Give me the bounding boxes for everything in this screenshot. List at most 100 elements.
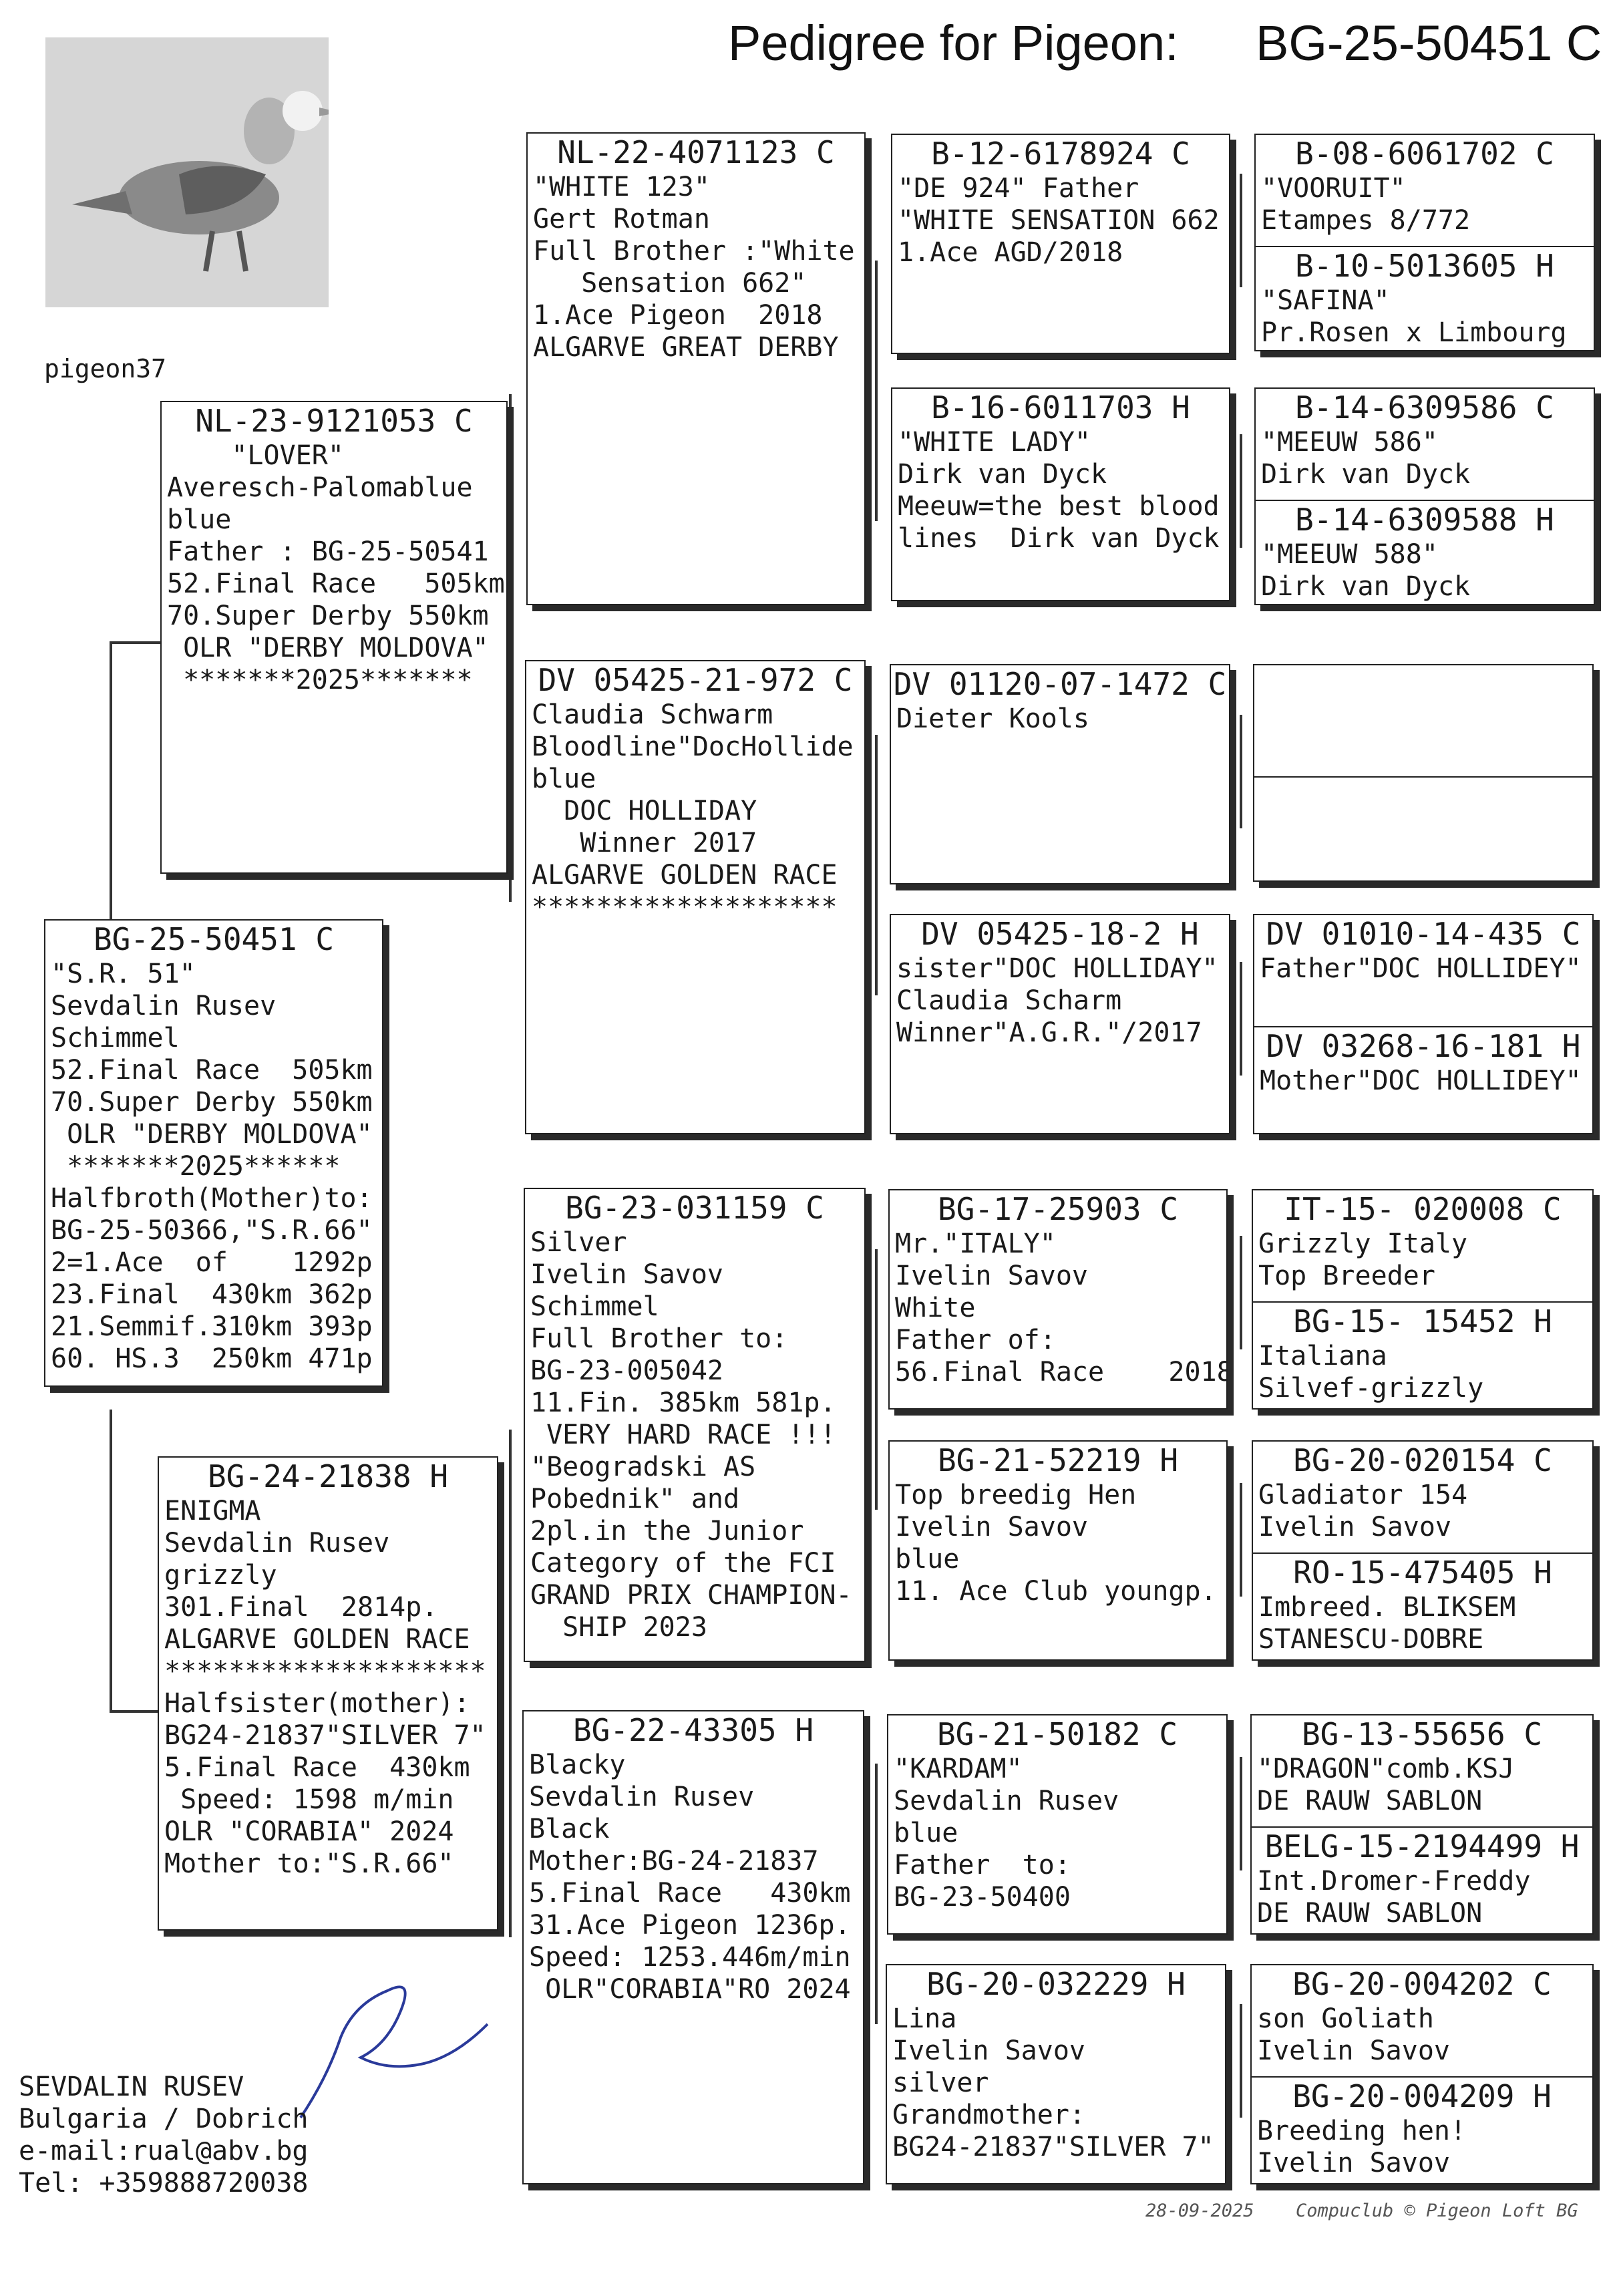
info-line: Ivelin Savov	[1257, 2035, 1450, 2066]
gen4-dam-entry[interactable]: RO-15-475405 H Imbreed. BLIKSEM STANESCU…	[1253, 1552, 1592, 1659]
info-line: 1.Ace AGD/2018	[898, 237, 1123, 268]
connector-line	[1240, 174, 1242, 287]
info-line: Father of:	[895, 1325, 1056, 1355]
ring-number: B-14-6309588 H	[1295, 502, 1554, 538]
info-line: ALGARVE GOLDEN RACE	[532, 860, 838, 890]
info-line: *******2025******	[51, 1151, 341, 1182]
gen4-sire-entry[interactable]: IT-15- 020008 C Grizzly Italy Top Breede…	[1253, 1190, 1592, 1301]
gen3-card[interactable]: DV 05425-18-2 H sister"DOC HOLLIDAY" Cla…	[890, 914, 1230, 1134]
info-line: Ivelin Savov	[530, 1259, 723, 1290]
ring-number: BG-23-031159 C	[565, 1190, 824, 1226]
gen4-dam-entry[interactable]: DV 03268-16-181 H Mother"DOC HOLLIDEY"	[1254, 1026, 1592, 1133]
info-line: Averesch-Palomablue	[167, 472, 473, 503]
gen3-card[interactable]: DV 01120-07-1472 C Dieter Kools	[890, 664, 1230, 884]
gen3-card[interactable]: BG-20-032229 H Lina Ivelin Savov silver …	[886, 1964, 1226, 2184]
info-line: Gert Rotman	[533, 204, 710, 234]
info-line: Top breedig Hen	[895, 1480, 1137, 1510]
connector-line	[875, 735, 878, 995]
sire-dam-card[interactable]: DV 05425-21-972 C Claudia Schwarm Bloodl…	[525, 660, 866, 1134]
dam-sire-card[interactable]: BG-23-031159 C Silver Ivelin Savov Schim…	[524, 1188, 866, 1662]
info-line: Schimmel	[51, 1023, 180, 1053]
info-line: 11.Fin. 385km 581p.	[530, 1387, 836, 1418]
connector-line	[110, 641, 162, 644]
ring-number: DV 03268-16-181 H	[1266, 1028, 1581, 1064]
info-line: 52.Final Race 505km	[51, 1055, 373, 1086]
dam-card[interactable]: BG-24-21838 H ENIGMA Sevdalin Rusev griz…	[158, 1456, 498, 1931]
info-line: Father : BG-25-50541	[167, 536, 489, 567]
ring-number: DV 05425-21-972 C	[538, 662, 853, 698]
pigeon-photo	[45, 37, 329, 307]
ring-number: B-08-6061702 C	[1295, 136, 1554, 172]
breeder-name: SEVDALIN RUSEV	[19, 2072, 244, 2102]
dam-dam-card[interactable]: BG-22-43305 H Blacky Sevdalin Rusev Blac…	[522, 1710, 864, 2184]
sire-card[interactable]: NL-23-9121053 C "LOVER" Averesch-Palomab…	[160, 401, 508, 874]
gen4-card[interactable]: B-14-6309586 C "MEEUW 586" Dirk van Dyck…	[1254, 387, 1595, 605]
info-line: "WHITE 123"	[533, 172, 710, 202]
info-line: grizzly	[164, 1560, 277, 1591]
info-line: Schimmel	[530, 1291, 659, 1322]
gen4-sire-entry[interactable]: B-14-6309586 C "MEEUW 586" Dirk van Dyck	[1256, 389, 1594, 500]
info-line: Full Brother to:	[530, 1323, 788, 1354]
info-line: Sevdalin Rusev	[51, 991, 277, 1021]
info-line: Bloodline"DocHollide	[532, 731, 854, 762]
info-line: Etampes 8/772	[1261, 205, 1471, 236]
info-line: 5.Final Race 430km	[164, 1752, 470, 1783]
gen4-dam-entry[interactable]	[1254, 776, 1592, 880]
gen3-card[interactable]: B-12-6178924 C "DE 924" Father "WHITE SE…	[891, 134, 1230, 354]
gen3-card[interactable]: BG-21-50182 C "KARDAM" Sevdalin Rusev bl…	[887, 1714, 1228, 1935]
sire-sire-card[interactable]: NL-22-4071123 C "WHITE 123" Gert Rotman …	[526, 132, 866, 605]
info-line: OLR "CORABIA" 2024	[164, 1816, 454, 1847]
gen3-card[interactable]: BG-17-25903 C Mr."ITALY" Ivelin Savov Wh…	[888, 1189, 1228, 1410]
info-line: 56.Final Race 2018	[895, 1357, 1228, 1387]
info-line: ********************	[164, 1656, 486, 1687]
gen4-card[interactable]	[1253, 664, 1594, 882]
ring-number: BG-21-50182 C	[936, 1716, 1178, 1752]
signature-mark	[287, 1964, 501, 2124]
ring-number: B-10-5013605 H	[1295, 248, 1554, 284]
info-line: Category of the FCI	[530, 1548, 836, 1579]
pedigree-subject-card[interactable]: BG-25-50451 C "S.R. 51" Sevdalin Rusev S…	[44, 919, 383, 1387]
gen4-card[interactable]: BG-20-020154 C Gladiator 154 Ivelin Savo…	[1252, 1440, 1594, 1661]
info-line: son Goliath	[1257, 2003, 1434, 2034]
gen4-card[interactable]: BG-20-004202 C son Goliath Ivelin Savov …	[1250, 1964, 1594, 2184]
info-line: GRAND PRIX CHAMPION-	[530, 1580, 852, 1611]
info-line: OLR "DERBY MOLDOVA"	[51, 1119, 373, 1150]
gen4-sire-entry[interactable]: BG-20-004202 C son Goliath Ivelin Savov	[1252, 1965, 1592, 2076]
gen4-dam-entry[interactable]: B-10-5013605 H "SAFINA" Pr.Rosen x Limbo…	[1256, 246, 1594, 350]
gen4-sire-entry[interactable]: B-08-6061702 C "VOORUIT" Etampes 8/772	[1256, 135, 1594, 246]
gen3-card[interactable]: B-16-6011703 H "WHITE LADY" Dirk van Dyc…	[891, 387, 1230, 601]
info-line: "SAFINA"	[1261, 285, 1390, 316]
gen4-dam-entry[interactable]: BELG-15-2194499 H Int.Dromer-Freddy DE R…	[1252, 1826, 1592, 1933]
connector-line	[1240, 1483, 1242, 1597]
info-line: Italiana	[1258, 1341, 1387, 1371]
info-line: Claudia Scharm	[896, 985, 1122, 1016]
gen4-sire-entry[interactable]	[1254, 665, 1592, 776]
connector-line	[110, 1410, 112, 1710]
gen4-card[interactable]: DV 01010-14-435 C Father"DOC HOLLIDEY" D…	[1253, 914, 1594, 1134]
connector-line	[1240, 1236, 1242, 1349]
ring-number: BG-17-25903 C	[937, 1191, 1179, 1227]
gen4-sire-entry[interactable]: DV 01010-14-435 C Father"DOC HOLLIDEY"	[1254, 915, 1592, 1026]
info-line: "Beogradski AS	[530, 1452, 756, 1482]
info-line: DE RAUW SABLON	[1257, 1786, 1483, 1816]
gen4-sire-entry[interactable]: BG-20-020154 C Gladiator 154 Ivelin Savo…	[1253, 1442, 1592, 1552]
info-line: Gladiator 154	[1258, 1480, 1468, 1510]
ring-number: B-12-6178924 C	[931, 136, 1190, 172]
gen4-card[interactable]: BG-13-55656 C "DRAGON"comb.KSJ DE RAUW S…	[1250, 1714, 1594, 1935]
gen4-dam-entry[interactable]: BG-20-004209 H Breeding hen! Ivelin Savo…	[1252, 2076, 1592, 2183]
breeder-email[interactable]: e-mail:rual@abv.bg	[19, 2136, 309, 2166]
connector-line	[1240, 1757, 1242, 1870]
gen4-card[interactable]: B-08-6061702 C "VOORUIT" Etampes 8/772 B…	[1254, 134, 1595, 351]
gen4-dam-entry[interactable]: BG-15- 15452 H Italiana Silvef-grizzly	[1253, 1301, 1592, 1408]
ring-number: DV 01010-14-435 C	[1266, 916, 1581, 952]
gen4-card[interactable]: IT-15- 020008 C Grizzly Italy Top Breede…	[1252, 1189, 1594, 1410]
gen4-dam-entry[interactable]: B-14-6309588 H "MEEUW 588" Dirk van Dyck	[1256, 500, 1594, 604]
gen4-sire-entry[interactable]: BG-13-55656 C "DRAGON"comb.KSJ DE RAUW S…	[1252, 1715, 1592, 1826]
info-line: Ivelin Savov	[1258, 1512, 1451, 1542]
ring-number	[1254, 778, 1592, 815]
info-line: Mother to:"S.R.66"	[164, 1848, 454, 1879]
gen3-card[interactable]: BG-21-52219 H Top breedig Hen Ivelin Sav…	[888, 1440, 1228, 1661]
info-line: blue	[167, 504, 232, 535]
info-line: Grandmother:	[892, 2100, 1085, 2130]
info-line: "KARDAM"	[894, 1754, 1023, 1784]
